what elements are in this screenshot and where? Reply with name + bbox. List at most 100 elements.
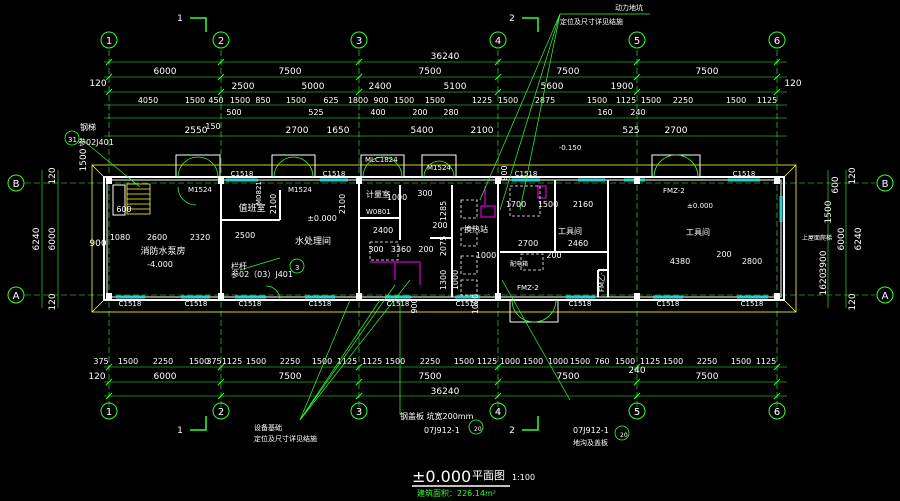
dim-top-row2-1: 6000 [154,67,177,77]
dim-bottom-row1-8: 2250 [280,357,300,366]
inner-dim-2075: 2075 [439,236,448,256]
dim-bottom-row1-23: 1500 [663,357,683,366]
dim-top-row4-15: 1500 [587,96,607,105]
dim-top-row4b-2: 525 [308,108,323,117]
dim-right-1500: 1500 [824,200,834,223]
note-cover2-ref: 07J912-1 [573,426,609,435]
door-label-3: M0821 [255,181,263,205]
note-equip-base1: 设备基础 [254,423,282,432]
dim-bottom-row1-4: 1500 [189,357,209,366]
dim-bottom-row1-22: 1125 [640,357,660,366]
note-power-line2: 定位及尺寸详见结施 [560,17,623,26]
dims-top-row4-text: 4050 1500 450 1500 850 1500 625 1800 900… [138,96,777,131]
window-label-11: C1518 [323,170,346,178]
note-cover2-note: 地沟及盖板 [573,438,608,447]
column [218,178,224,184]
dim-lines-top [104,61,787,137]
dim-top-row4b-1: 500 [226,108,241,117]
dim-top-row4-14: 2875 [535,96,555,105]
dim-tick [633,58,641,66]
column [495,178,501,184]
dim-top-row4-7: 625 [323,96,338,105]
dim-left-120-top: 120 [48,167,58,184]
dims-top-text: 36240 120 120 6000 7500 7500 7500 7500 2… [89,52,801,92]
dim-right-1620: 1620 [819,272,829,295]
note-dist-box: 配电箱 [510,260,528,268]
dim-top-row4-5: 850 [255,96,270,105]
dim-tick [105,378,113,386]
dim-top-row4-19: 1500 [726,96,746,105]
dim-total-top: 36240 [431,52,460,62]
dim-tick [217,378,225,386]
dims-bottom-row2-text: 120 6000 7500 7500 7500 7500 240 36240 [88,366,718,397]
axis-label-2-bottom: 2 [218,407,224,418]
window-label-12: C1518 [515,170,538,178]
dim-bottom-row2-4: 7500 [557,372,580,382]
note-cover1-ref: 07J912-1 [424,426,460,435]
note-stair: 钢梯 [80,122,96,132]
dim-bottom-row1-25: 1500 [731,357,751,366]
window-label-5: C1518 [387,300,410,308]
inner-dim-2600: 2600 [147,233,167,242]
window-label-10: C1518 [231,170,254,178]
dim-right-600: 600 [831,176,841,193]
note-power-line1: 动力地坑 [615,3,643,12]
inner-dim-300-b: 300 [368,245,383,254]
dim-tick [217,392,225,400]
stair-landing [112,184,126,216]
door-label-2: M1524 [288,186,312,194]
axis-bubbles-side [7,174,894,304]
note-rail-ref-num: 3 [295,264,299,272]
dim-left-900: 900 [89,239,106,249]
inner-dimension-labels: 600 1080 2600 2320 2100 2500 2100 300 10… [110,165,762,314]
inner-dim-200-d: 200 [716,250,731,259]
dim-bottom-row1-3: 2250 [153,357,173,366]
axis-label-6-bottom: 6 [774,407,780,418]
dim-bottom-row1-16: 1000 [500,357,520,366]
dim-tick [494,363,502,371]
drawing-title: ±0.000 平面图 1:100 建筑面积：226.14m² [412,467,535,498]
dim-bottom-row1-7: 1500 [246,357,266,366]
dim-total-bottom: 36240 [431,387,460,397]
room-labels: 消防水泵房 -4.000 值班室 水处理间 ±0.000 计量室 换热站 工具间… [140,144,712,269]
dim-bottom-row1-10: 1125 [337,357,357,366]
inner-dim-4380: 4380 [670,257,690,266]
dims-left-text: 6240 6000 120 120 1500 900 [32,148,107,310]
door-label-7: FMZ-2 [517,284,539,292]
dim-top-row2-2: 7500 [279,67,302,77]
column [774,293,780,299]
dim-tick [773,392,781,400]
dim-top-row4b-5: 280 [443,108,458,117]
dim-top-row5-3: 1650 [327,126,350,136]
column [106,178,112,184]
window-label-13: C1518 [733,170,756,178]
dimension-ticks [105,58,781,400]
dim-tick [217,73,225,81]
section-mark-2-top: 2 [509,14,515,24]
dim-tick [355,392,363,400]
dim-bottom-row1-19: 1500 [570,357,590,366]
dim-tick [217,88,225,96]
inner-dim-900-a: 900 [500,165,509,180]
door-label-8: FM乙-1 [598,268,606,292]
door-label-4: M1524 [427,164,451,172]
axis-bubbles-bottom [100,402,786,420]
title-name: 平面图 [472,469,505,482]
title-level: ±0.000 [412,467,471,486]
dim-bottom-row1-12: 1500 [385,357,405,366]
note-stair-ref-num: 31 [68,136,77,144]
dim-tick [355,378,363,386]
note-rail: 栏杆 [231,261,247,271]
inner-dim-200-c: 200 [546,251,561,260]
dim-top-row4-2: 1500 [185,96,205,105]
dim-top-row4-10: 1500 [394,96,414,105]
column [774,178,780,184]
axis-label-3-bottom: 3 [356,407,362,418]
dim-top-row4-16: 1125 [616,96,636,105]
stair [126,183,151,215]
column [495,293,501,299]
axis-labels: 1 2 3 4 5 6 1 2 3 4 5 6 B A B A [13,36,889,418]
inner-dim-200-b: 200 [432,221,447,230]
dim-tick [355,363,363,371]
